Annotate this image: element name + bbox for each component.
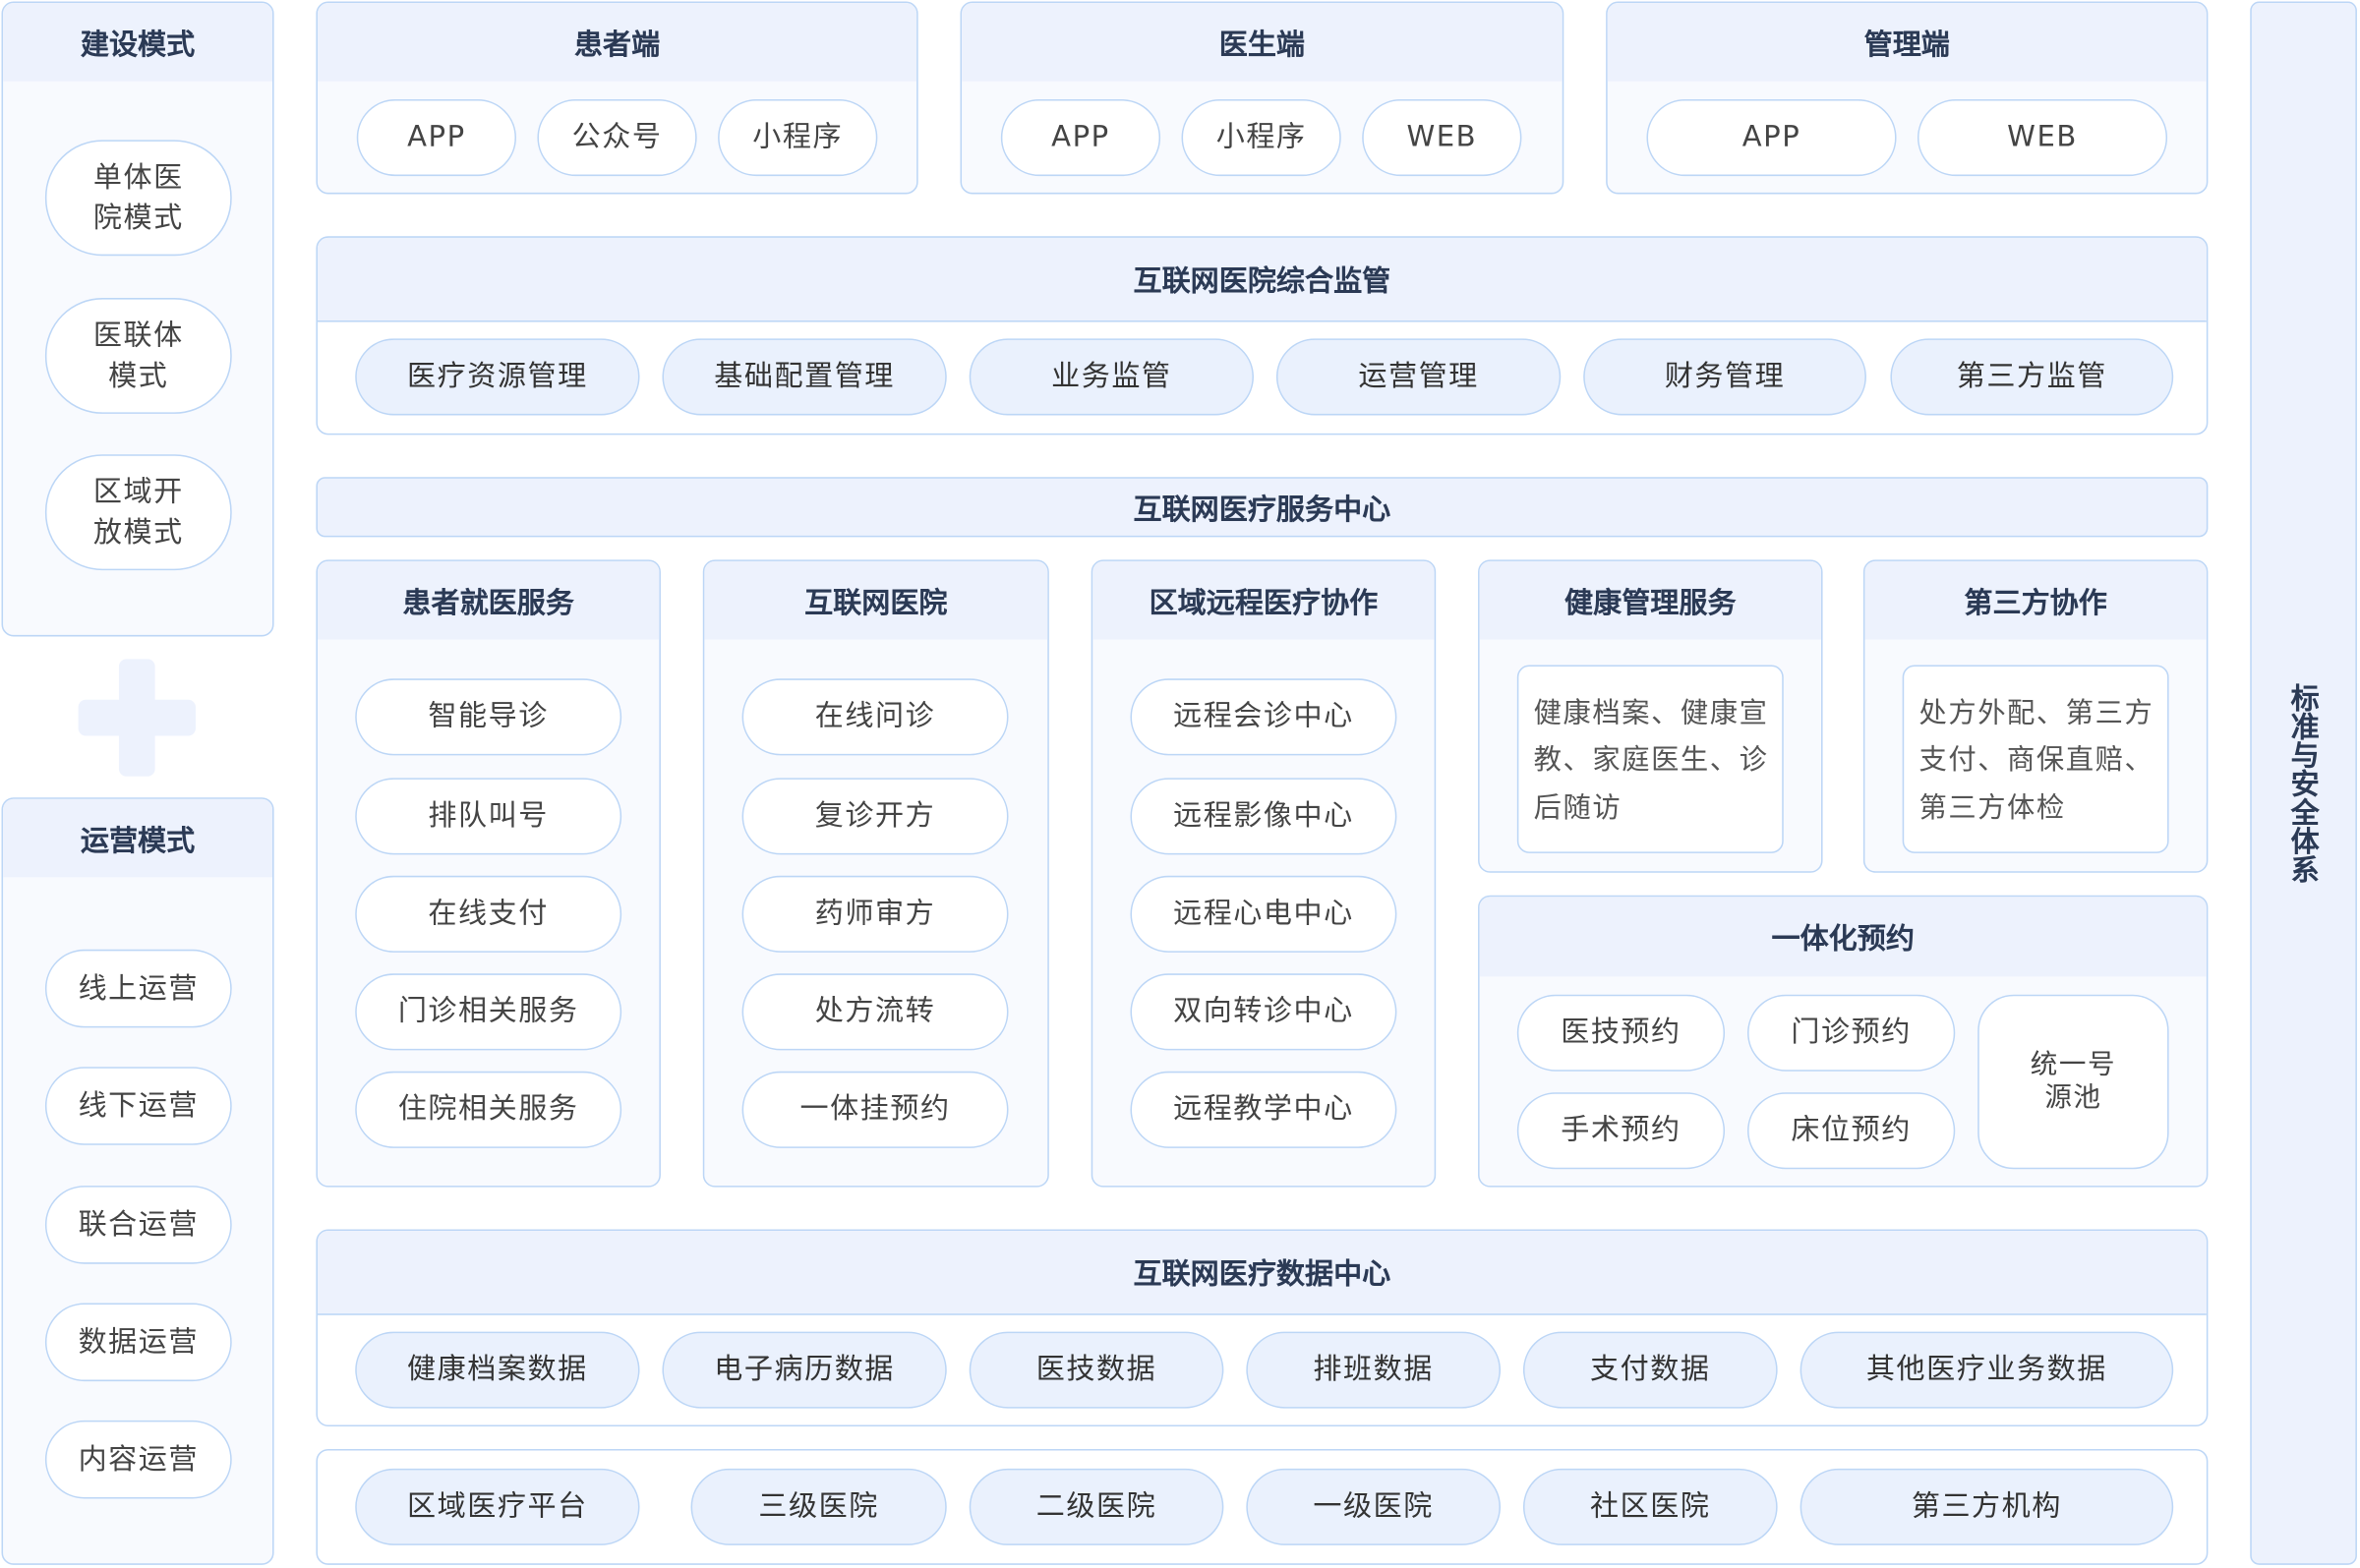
build-mode-item: 单体医院模式	[44, 140, 232, 257]
service-item: 在线支付	[355, 875, 622, 953]
service-item: 远程教学中心	[1130, 1071, 1397, 1148]
service-item: 排队叫号	[355, 778, 622, 855]
admin-app: APP	[1646, 99, 1897, 177]
ops-mode-title: 运营模式	[3, 798, 273, 878]
build-mode-item: 区域开放模式	[44, 454, 232, 571]
supervision-item: 第三方监管	[1890, 338, 2174, 416]
admin-terminal-title: 管理端	[1607, 3, 2207, 82]
booking-item: 医技预约	[1516, 994, 1726, 1072]
ops-mode-item: 联合运营	[44, 1186, 232, 1264]
data-item: 健康档案数据	[355, 1331, 640, 1409]
institution-item: 一级医院	[1246, 1468, 1502, 1545]
service-item: 远程心电中心	[1130, 875, 1397, 953]
ops-mode-item: 数据运营	[44, 1303, 232, 1382]
build-mode-item: 医联体模式	[44, 298, 232, 414]
supervision-item: 业务监管	[969, 338, 1254, 416]
service-item: 处方流转	[741, 973, 1009, 1051]
ops-mode-item: 线上运营	[44, 949, 232, 1028]
doctor-web: WEB	[1362, 99, 1522, 177]
health-management-text: 健康档案、健康宣教、家庭医生、诊后随访	[1516, 665, 1784, 853]
doctor-mini-program: 小程序	[1181, 99, 1341, 177]
service-item: 双向转诊中心	[1130, 973, 1397, 1051]
data-item: 医技数据	[969, 1331, 1224, 1409]
health-management-title: 健康管理服务	[1479, 560, 1822, 640]
ops-mode-item: 内容运营	[44, 1420, 232, 1499]
service-item: 药师审方	[741, 875, 1009, 953]
supervision-item: 基础配置管理	[662, 338, 947, 416]
booking-title: 一体化预约	[1479, 897, 2207, 977]
booking-item: 门诊预约	[1747, 994, 1956, 1072]
build-mode-title: 建设模式	[3, 3, 273, 82]
service-item: 住院相关服务	[355, 1071, 622, 1148]
patient-mini-program: 小程序	[718, 99, 878, 177]
service-item: 一体挂预约	[741, 1071, 1009, 1148]
service-item: 复诊开方	[741, 778, 1009, 855]
booking-item: 床位预约	[1747, 1092, 1956, 1170]
institution-item: 社区医院	[1522, 1468, 1778, 1545]
ops-mode-item: 线下运营	[44, 1067, 232, 1145]
supervision-item: 医疗资源管理	[355, 338, 640, 416]
plus-icon	[78, 659, 196, 777]
booking-item: 手术预约	[1516, 1092, 1726, 1170]
service-item: 门诊相关服务	[355, 973, 622, 1051]
institution-item: 二级医院	[969, 1468, 1224, 1545]
institution-item: 三级医院	[690, 1468, 947, 1545]
column-title: 患者就医服务	[317, 560, 660, 640]
data-item: 其他医疗业务数据	[1800, 1331, 2174, 1409]
patient-terminal-title: 患者端	[317, 3, 917, 82]
third-party-title: 第三方协作	[1864, 560, 2207, 640]
supervision-item: 财务管理	[1583, 338, 1866, 416]
data-item: 电子病历数据	[662, 1331, 947, 1409]
source-pool: 统一号源池	[1977, 994, 2169, 1170]
service-item: 在线问诊	[741, 678, 1009, 756]
admin-web: WEB	[1917, 99, 2168, 177]
supervision-title: 互联网医院综合监管	[317, 237, 2207, 322]
service-item: 远程会诊中心	[1130, 678, 1397, 756]
data-center-title: 互联网医疗数据中心	[317, 1231, 2207, 1315]
institution-item: 第三方机构	[1800, 1468, 2174, 1545]
service-item: 远程影像中心	[1130, 778, 1397, 855]
doctor-app: APP	[1000, 99, 1161, 177]
third-party-text: 处方外配、第三方支付、商保直赔、第三方体检	[1902, 665, 2169, 853]
data-item: 支付数据	[1522, 1331, 1778, 1409]
institution-item: 区域医疗平台	[355, 1468, 640, 1545]
patient-app: APP	[356, 99, 516, 177]
supervision-panel: 互联网医院综合监管	[316, 236, 2209, 436]
data-center-panel: 互联网医疗数据中心	[316, 1229, 2209, 1427]
data-item: 排班数据	[1246, 1331, 1502, 1409]
doctor-terminal-title: 医生端	[962, 3, 1563, 82]
supervision-item: 运营管理	[1275, 338, 1562, 416]
column-title: 区域远程医疗协作	[1092, 560, 1435, 640]
patient-official-account: 公众号	[537, 99, 697, 177]
column-title: 互联网医院	[704, 560, 1048, 640]
standards-security-title: 标准与安全体系	[2285, 682, 2320, 884]
service-item: 智能导诊	[355, 678, 622, 756]
service-center-title: 互联网医疗服务中心	[316, 477, 2209, 538]
standards-security-bar: 标准与安全体系	[2250, 1, 2357, 1565]
